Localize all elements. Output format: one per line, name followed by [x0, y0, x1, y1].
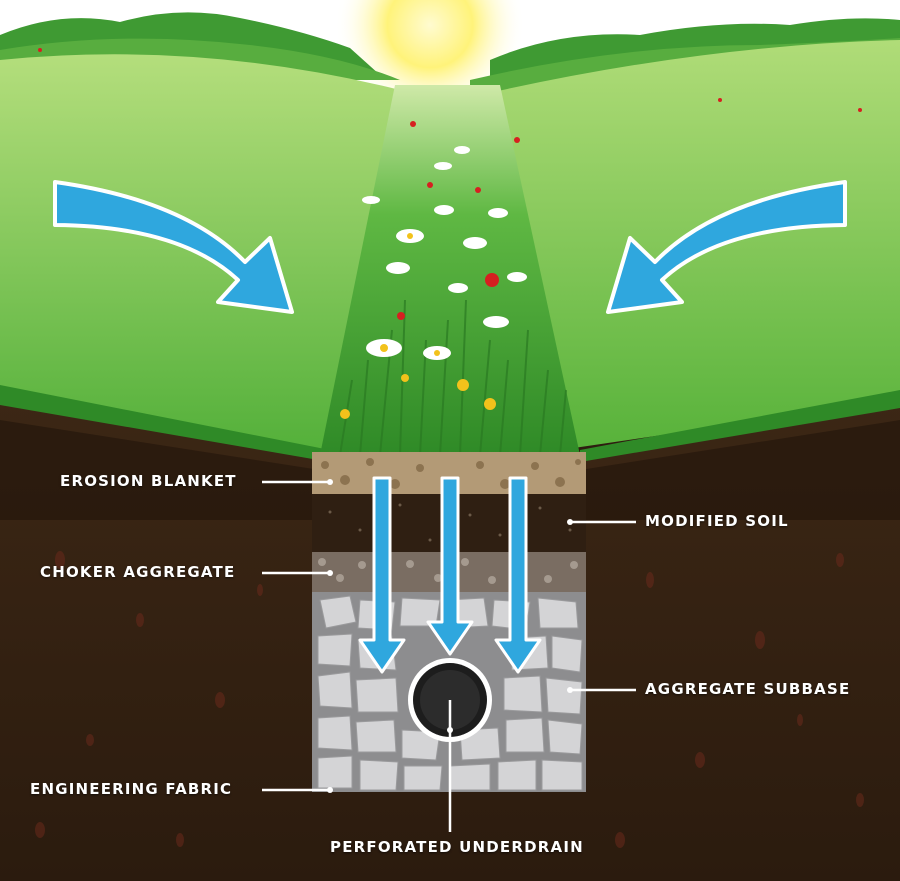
- label-modified-soil: MODIFIED SOIL: [645, 512, 789, 530]
- label-engineering-fabric: ENGINEERING FABRIC: [30, 780, 233, 798]
- label-aggregate-subbase: AGGREGATE SUBBASE: [645, 680, 851, 698]
- label-erosion-blanket: EROSION BLANKET: [60, 472, 237, 490]
- curved-arrow-icon: [53, 180, 294, 314]
- curved-arrow-icon: [606, 180, 847, 314]
- label-perforated-underdrain: PERFORATED UNDERDRAIN: [330, 838, 584, 856]
- label-choker-aggregate: CHOKER AGGREGATE: [40, 563, 236, 581]
- down-arrow-icon: [358, 476, 542, 674]
